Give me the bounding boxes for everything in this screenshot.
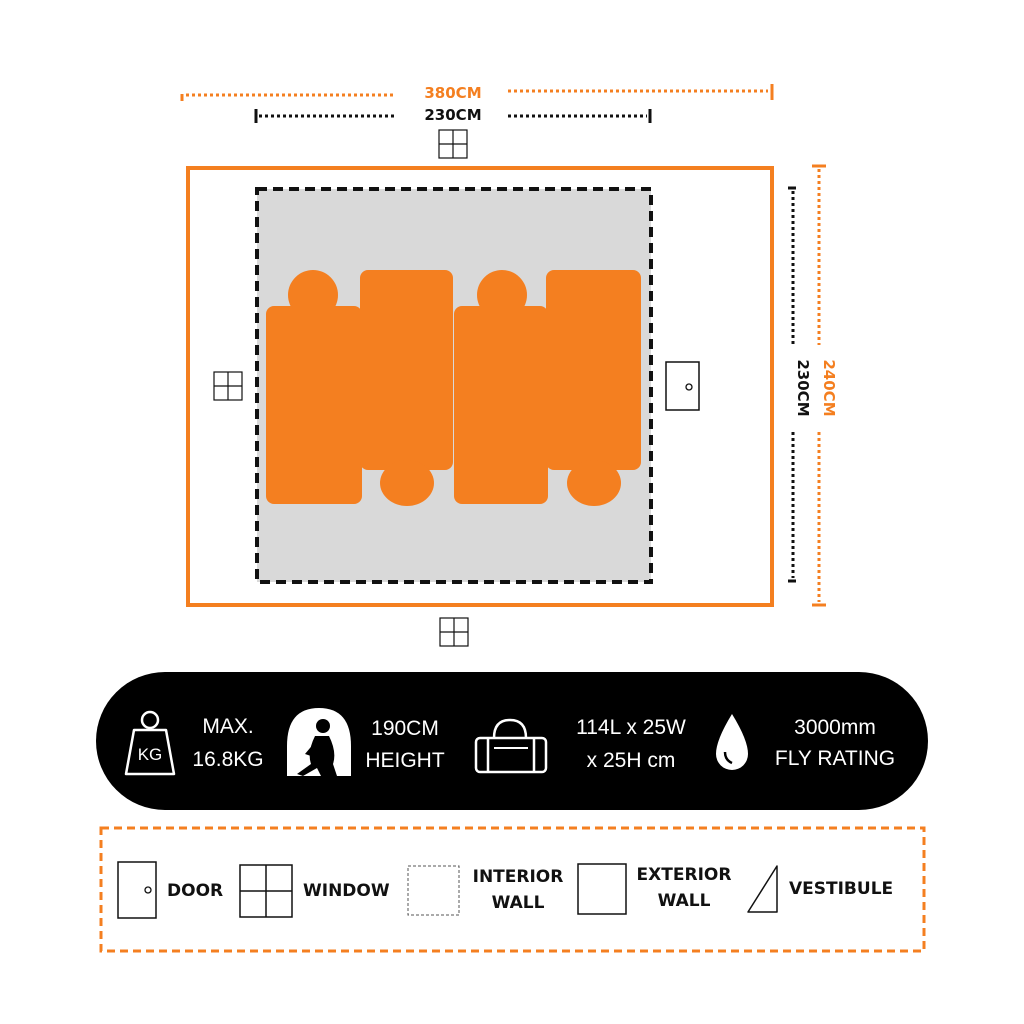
spec-bag-size-line1: 114L x 25W bbox=[576, 716, 686, 739]
spec-bag-size-line2: x 25H cm bbox=[587, 749, 676, 772]
sleeping-pad bbox=[360, 270, 453, 506]
spec-max-weight: KG MAX. 16.8KG bbox=[124, 710, 264, 776]
spec-panel: KG MAX. 16.8KG 190CM HEIGHT bbox=[96, 672, 928, 810]
legend-interior-wall-line2: WALL bbox=[492, 893, 545, 913]
outer-width-dimension: 380CM bbox=[180, 84, 774, 102]
legend-item-window: WINDOW bbox=[239, 864, 390, 918]
spec-height-line2: HEIGHT bbox=[365, 749, 445, 772]
outer-depth-dimension: 240CM bbox=[812, 164, 838, 607]
legend-interior-wall-line1: INTERIOR bbox=[473, 867, 564, 887]
inner-depth-label: 230CM bbox=[794, 359, 812, 416]
legend-vestibule-label: VESTIBULE bbox=[789, 879, 893, 899]
door-icon bbox=[665, 361, 700, 411]
legend-item-exterior-wall: EXTERIOR WALL bbox=[577, 863, 732, 915]
legend: DOOR WINDOW INTERIOR WALL EXTERIOR WALL … bbox=[99, 826, 926, 953]
weight-icon-label: KG bbox=[138, 745, 163, 764]
inner-width-dimension: 230CM bbox=[254, 106, 652, 124]
person-height-icon bbox=[287, 708, 351, 776]
window-icon bbox=[213, 371, 243, 401]
weight-kg-icon: KG bbox=[124, 710, 176, 776]
spec-max-weight-line1: MAX. bbox=[202, 715, 253, 738]
window-icon bbox=[439, 617, 469, 647]
exterior-wall-icon bbox=[577, 863, 627, 915]
inner-depth-dimension: 230CM bbox=[788, 186, 812, 583]
spec-height: 190CM HEIGHT bbox=[287, 708, 445, 776]
interior-wall-icon bbox=[407, 865, 460, 916]
interior-wall bbox=[255, 187, 653, 584]
spec-max-weight-line2: 16.8KG bbox=[192, 748, 263, 771]
legend-exterior-wall-line1: EXTERIOR bbox=[637, 865, 732, 885]
door-icon bbox=[117, 861, 157, 919]
spec-fly-rating-line1: 3000mm bbox=[794, 716, 876, 739]
sleeping-pad bbox=[266, 270, 362, 504]
spec-bag-size: 114L x 25W x 25H cm bbox=[474, 716, 686, 774]
legend-exterior-wall-line2: WALL bbox=[658, 891, 711, 911]
legend-door-label: DOOR bbox=[167, 881, 223, 901]
legend-item-vestibule: VESTIBULE bbox=[747, 865, 893, 913]
vestibule-icon bbox=[747, 865, 778, 913]
outer-depth-label: 240CM bbox=[820, 359, 838, 416]
tent-floorplan bbox=[186, 129, 774, 647]
water-drop-icon bbox=[716, 714, 748, 770]
duffel-bag-icon bbox=[474, 718, 548, 774]
legend-item-interior-wall: INTERIOR WALL bbox=[407, 865, 564, 916]
inner-width-label: 230CM bbox=[424, 106, 481, 124]
window-icon bbox=[239, 864, 293, 918]
legend-window-label: WINDOW bbox=[303, 881, 390, 901]
sleeping-pad bbox=[546, 270, 641, 506]
spec-height-line1: 190CM bbox=[371, 717, 439, 740]
outer-width-label: 380CM bbox=[424, 84, 481, 102]
sleeping-pad bbox=[454, 270, 548, 504]
legend-item-door: DOOR bbox=[117, 861, 223, 919]
spec-fly-rating: 3000mm FLY RATING bbox=[716, 714, 895, 770]
spec-fly-rating-line2: FLY RATING bbox=[775, 747, 895, 770]
window-icon bbox=[438, 129, 468, 159]
